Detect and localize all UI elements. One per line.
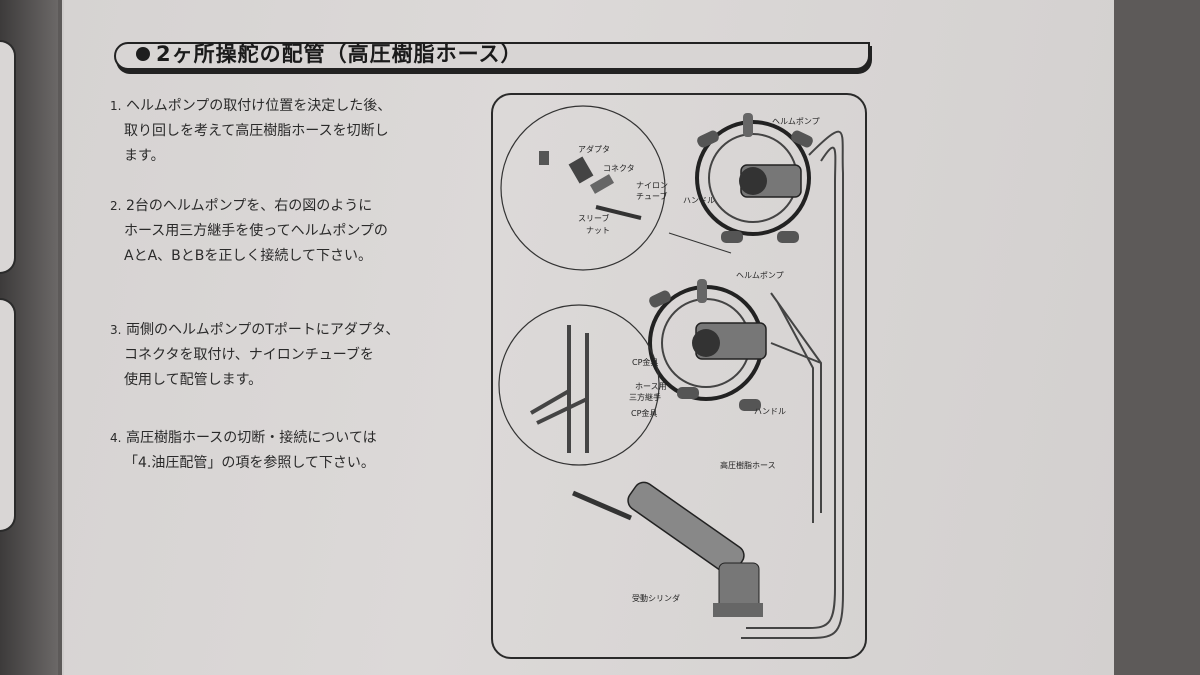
piping-diagram [498, 105, 844, 639]
adapter-part [568, 156, 594, 184]
label-cp-fitting: CP金具 [632, 358, 659, 367]
index-tab [0, 40, 16, 274]
label-handle: ハンドル [683, 196, 715, 205]
label-hose: 高圧樹脂ホース [720, 461, 776, 470]
label-helm-pump: ヘルムポンプ [772, 117, 820, 126]
step-text: 高圧樹脂ホースの切断・接続については [126, 430, 377, 446]
label-nylon-tube: チューブ [636, 192, 668, 201]
step-number: 1. [110, 99, 122, 113]
label-handle: ハンドル [754, 407, 786, 416]
label-adapter: アダプタ [578, 145, 610, 154]
step-text: 「4.油圧配管」の項を参照して下さい。 [124, 455, 375, 471]
index-tab [0, 298, 16, 532]
label-helm-pump: ヘルムポンプ [736, 271, 784, 280]
label-nylon-tube: ナイロン [636, 181, 668, 190]
step-item: 3. 両側のヘルムポンプのTポートにアダプタ、 コネクタを取付け、ナイロンチューブ… [110, 318, 399, 393]
steering-cylinder [572, 481, 763, 617]
step-text: 両側のヘルムポンプのTポートにアダプタ、 [126, 322, 400, 338]
step-number: 3. [110, 323, 122, 337]
label-cp-fitting: CP金具 [631, 409, 658, 418]
step-text: コネクタを取付け、ナイロンチューブを [124, 347, 374, 363]
nylon-tube [595, 205, 642, 220]
step-text: ホース用三方継手を使ってヘルムポンプの [124, 223, 388, 239]
step-number: 4. [110, 431, 122, 445]
connector-part [589, 174, 615, 194]
bullet-icon [136, 47, 150, 61]
label-sleeve: スリーブ [578, 214, 610, 223]
detail-circle [500, 105, 666, 271]
step-text: AとA、BとBを正しく接続して下さい。 [124, 248, 372, 264]
step-text: 取り回しを考えて高圧樹脂ホースを切断し [124, 123, 389, 139]
step-text: 使用して配管します。 [124, 372, 263, 388]
section-heading: 2ヶ所操舵の配管（高圧樹脂ホース） [114, 36, 870, 70]
step-item: 4. 高圧樹脂ホースの切断・接続については 「4.油圧配管」の項を参照して下さい。 [110, 426, 377, 476]
step-item: 1. ヘルムポンプの取付け位置を決定した後、 取り回しを考えて高圧樹脂ホースを切断… [110, 94, 391, 169]
helm-pump-top [695, 113, 813, 243]
heading-banner [114, 42, 870, 70]
leader-line [668, 232, 732, 254]
label-sleeve: ナット [586, 226, 610, 235]
step-number: 2. [110, 199, 122, 213]
label-tee: 三方継手 [629, 393, 661, 402]
heading-title: 2ヶ所操舵の配管（高圧樹脂ホース） [156, 42, 523, 66]
tee-fitting-detail [529, 325, 589, 453]
hydraulic-hoses [741, 130, 844, 639]
label-tee: ホース用 [635, 382, 667, 391]
label-connector: コネクタ [603, 164, 635, 173]
previous-page-edge [0, 0, 58, 675]
adapter-part [539, 151, 549, 165]
helm-pump-mid [648, 279, 767, 411]
step-text: ヘルムポンプの取付け位置を決定した後、 [126, 98, 392, 114]
step-item: 2. 2台のヘルムポンプを、右の図のように ホース用三方継手を使ってヘルムポンプの… [110, 194, 388, 269]
detail-circle [498, 304, 660, 466]
label-cylinder: 受動シリンダ [632, 594, 680, 603]
diagram-frame [491, 93, 867, 659]
step-text: ます。 [124, 148, 165, 164]
step-text: 2台のヘルムポンプを、右の図のように [126, 198, 373, 214]
